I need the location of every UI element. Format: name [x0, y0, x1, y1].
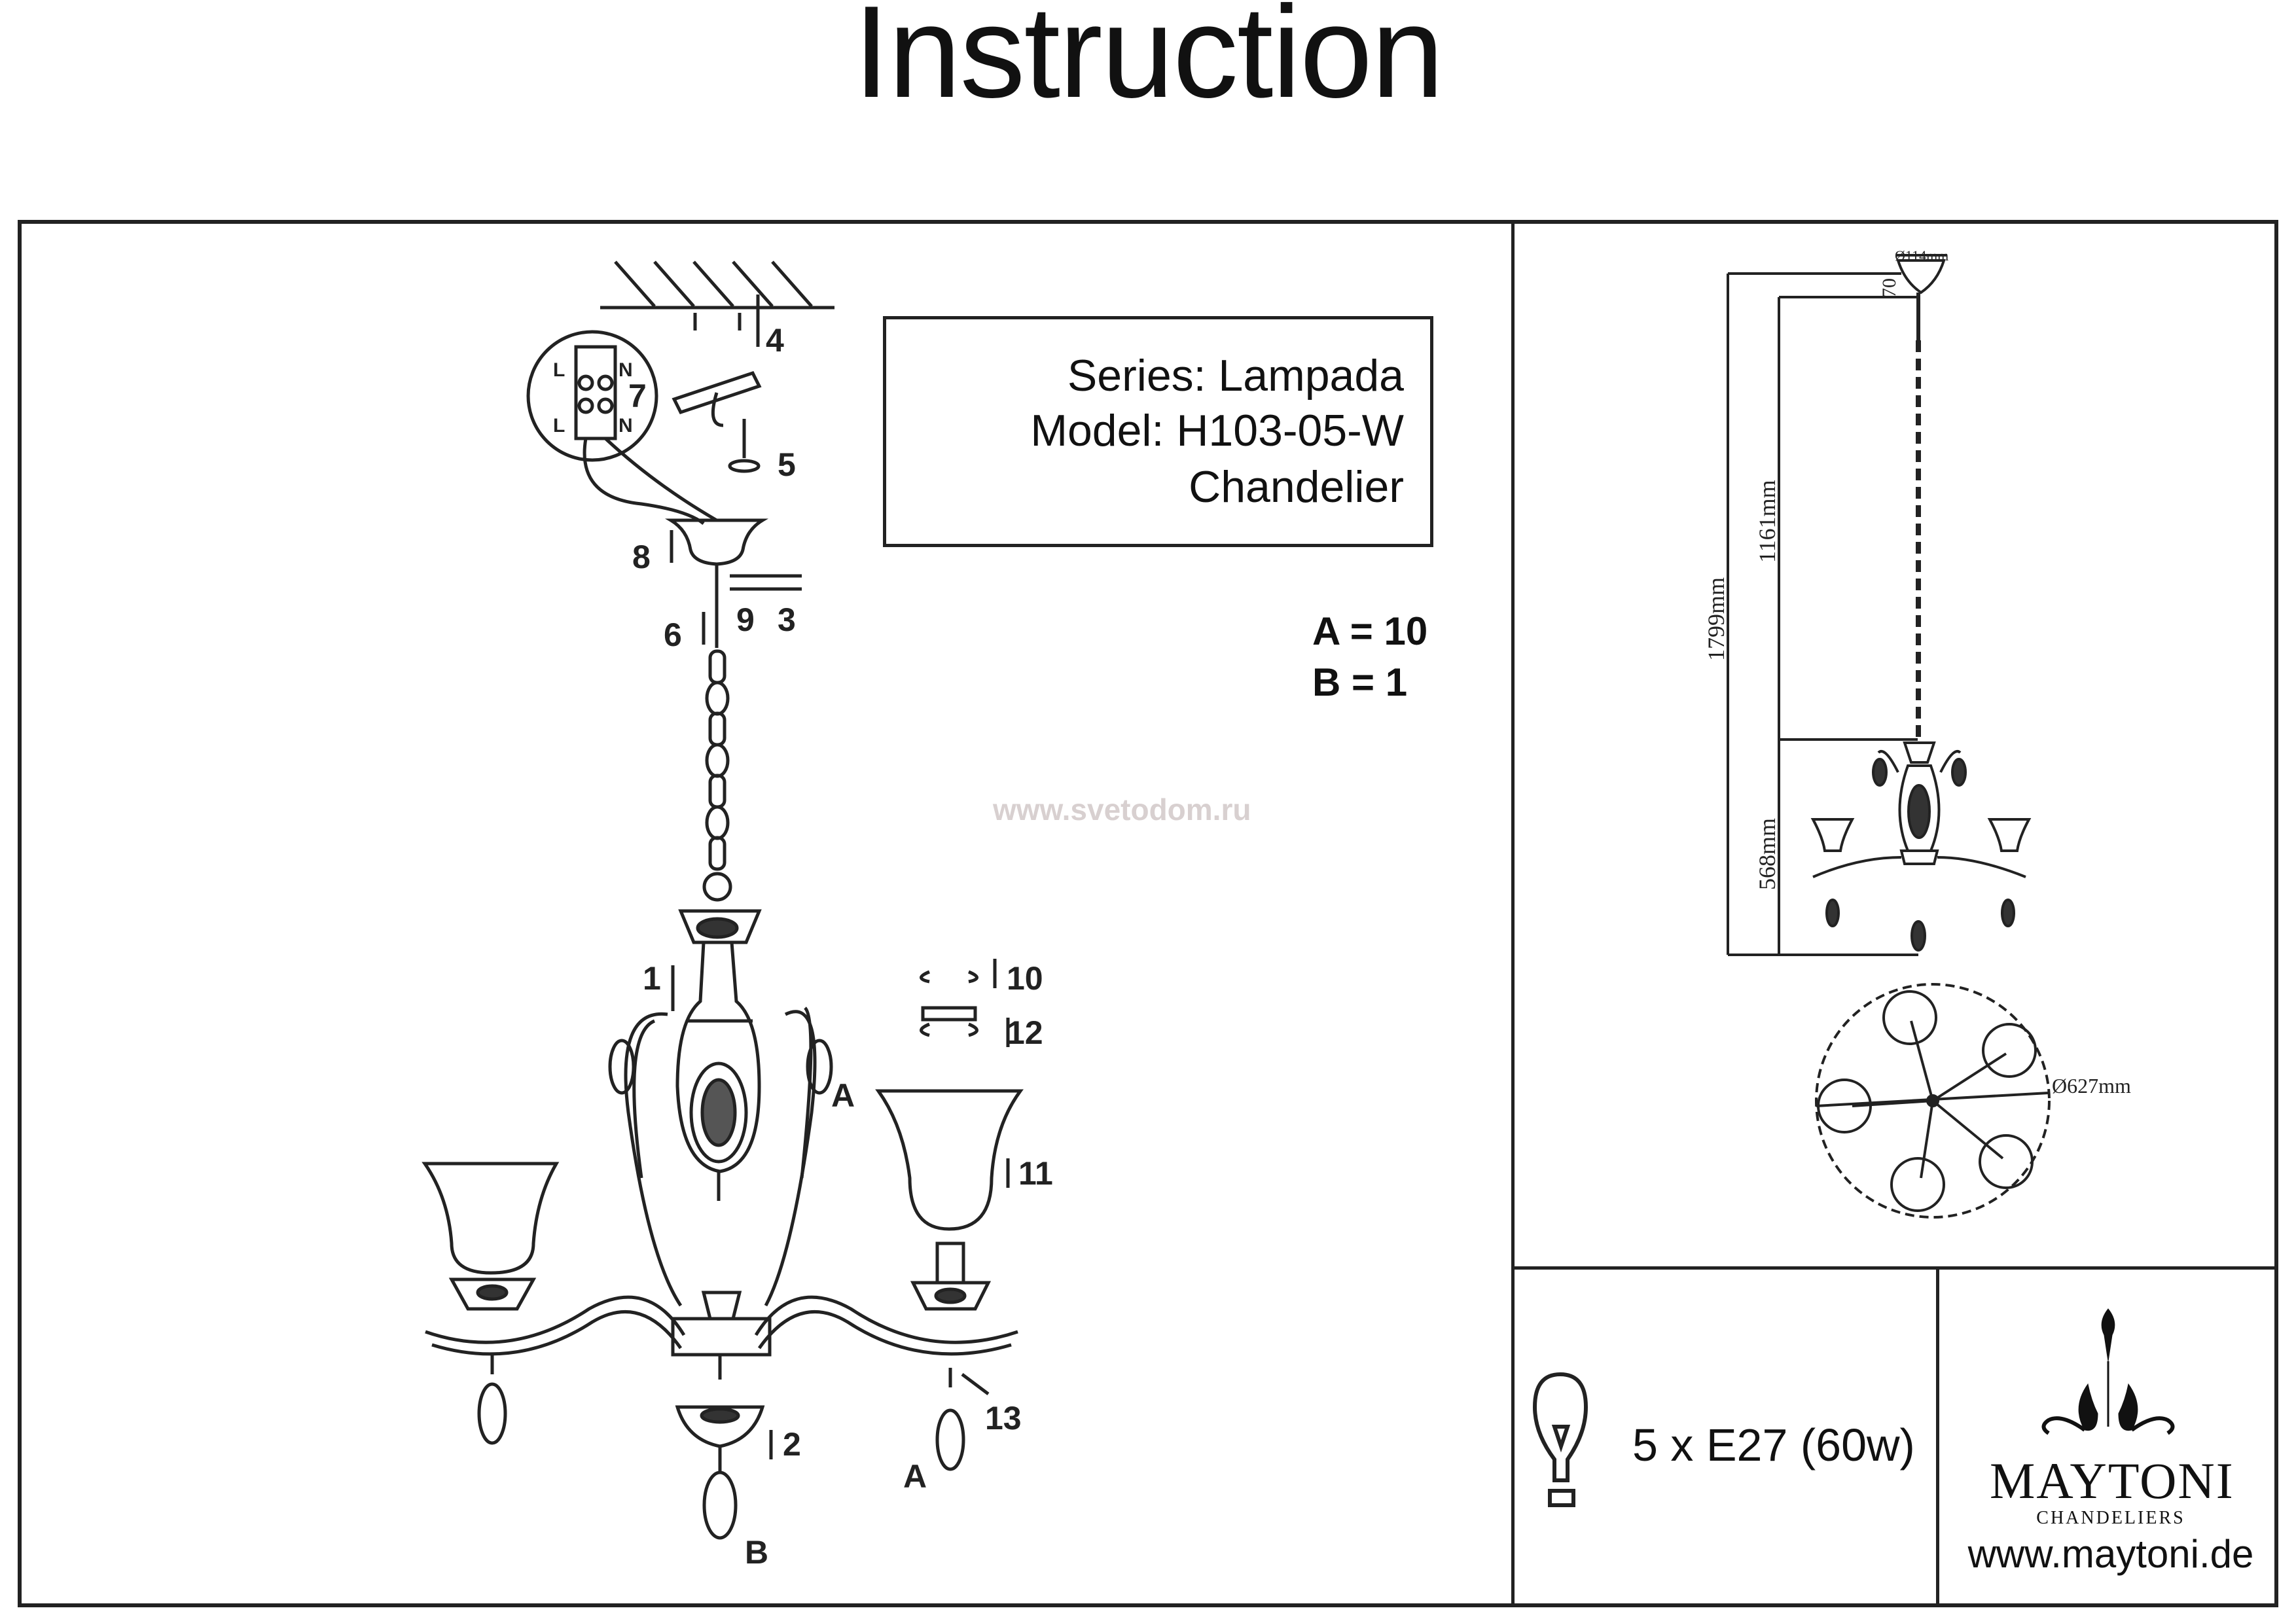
brand-subtitle: CHANDELIERS: [2036, 1508, 2185, 1528]
terminal-n: N: [619, 415, 633, 437]
terminal-n: N: [619, 359, 633, 381]
top-view-arms: [1817, 990, 2037, 1212]
type-label: Chandelier: [1189, 462, 1404, 512]
product-info-box: Series: Lampada Model: H103-05-W Chandel…: [883, 316, 1433, 547]
callout-4: 4: [766, 322, 784, 359]
canopy-icon: [664, 518, 769, 566]
dim-diameter: Ø627mm: [2052, 1074, 2131, 1097]
model-label: Model: H103-05-W: [1030, 406, 1404, 455]
panel-divider: [1511, 220, 1515, 1603]
callout-10: 10: [1007, 960, 1043, 997]
page-title: Instruction: [853, 0, 1444, 125]
callout-9: 9: [736, 601, 755, 638]
callout-5: 5: [778, 446, 796, 483]
callout-13: 13: [985, 1400, 1022, 1436]
terminal-block-icon: [526, 330, 658, 462]
terminal-l: L: [553, 359, 565, 381]
series-label: Series: Lampada: [1067, 351, 1404, 401]
callout-12: 12: [1007, 1014, 1043, 1051]
maytoni-logo-icon: [2041, 1308, 2175, 1435]
light-bulb-icon: [1532, 1372, 1588, 1507]
callout-a: A: [903, 1458, 927, 1495]
dimension-drawing: [1727, 254, 2051, 1219]
quantity-a: A = 10: [1312, 609, 1428, 653]
callout-6: 6: [664, 616, 682, 653]
callout-1: 1: [643, 960, 661, 997]
callout-11: 11: [1018, 1155, 1053, 1192]
dim-body-height: 568mm: [1754, 818, 1780, 890]
glass-shade-icon: [422, 1162, 560, 1275]
instruction-frame: [18, 220, 2278, 1607]
ceiling-icon: [600, 260, 834, 310]
glass-shade-icon: [875, 1089, 1024, 1231]
dim-total-height: 1799mm: [1703, 577, 1729, 661]
callout-3: 3: [778, 601, 796, 638]
panel-divider: [1936, 1266, 1939, 1603]
callout-2: 2: [783, 1426, 801, 1463]
callout-a: A: [831, 1077, 855, 1114]
brand-url[interactable]: www.maytoni.de: [1967, 1532, 2254, 1576]
dim-canopy-diameter: Ø114mm: [1895, 247, 1948, 264]
dim-chain-length: 1161mm: [1754, 480, 1780, 563]
callout-b: B: [745, 1534, 768, 1571]
watermark: www.svetodom.ru: [993, 793, 1251, 827]
callout-7: 7: [628, 378, 647, 414]
panel-divider: [1511, 1266, 2274, 1270]
brand-name: MAYTONI: [1990, 1452, 2234, 1509]
bulb-spec: 5 x E27 (60w): [1632, 1419, 1915, 1471]
mounting-bracket-icon: [672, 370, 762, 415]
terminal-l: L: [553, 415, 565, 437]
dim-canopy-height: 70: [1878, 278, 1900, 298]
quantity-b: B = 1: [1312, 660, 1408, 704]
callout-8: 8: [632, 539, 651, 575]
chain-icon: [702, 649, 732, 902]
